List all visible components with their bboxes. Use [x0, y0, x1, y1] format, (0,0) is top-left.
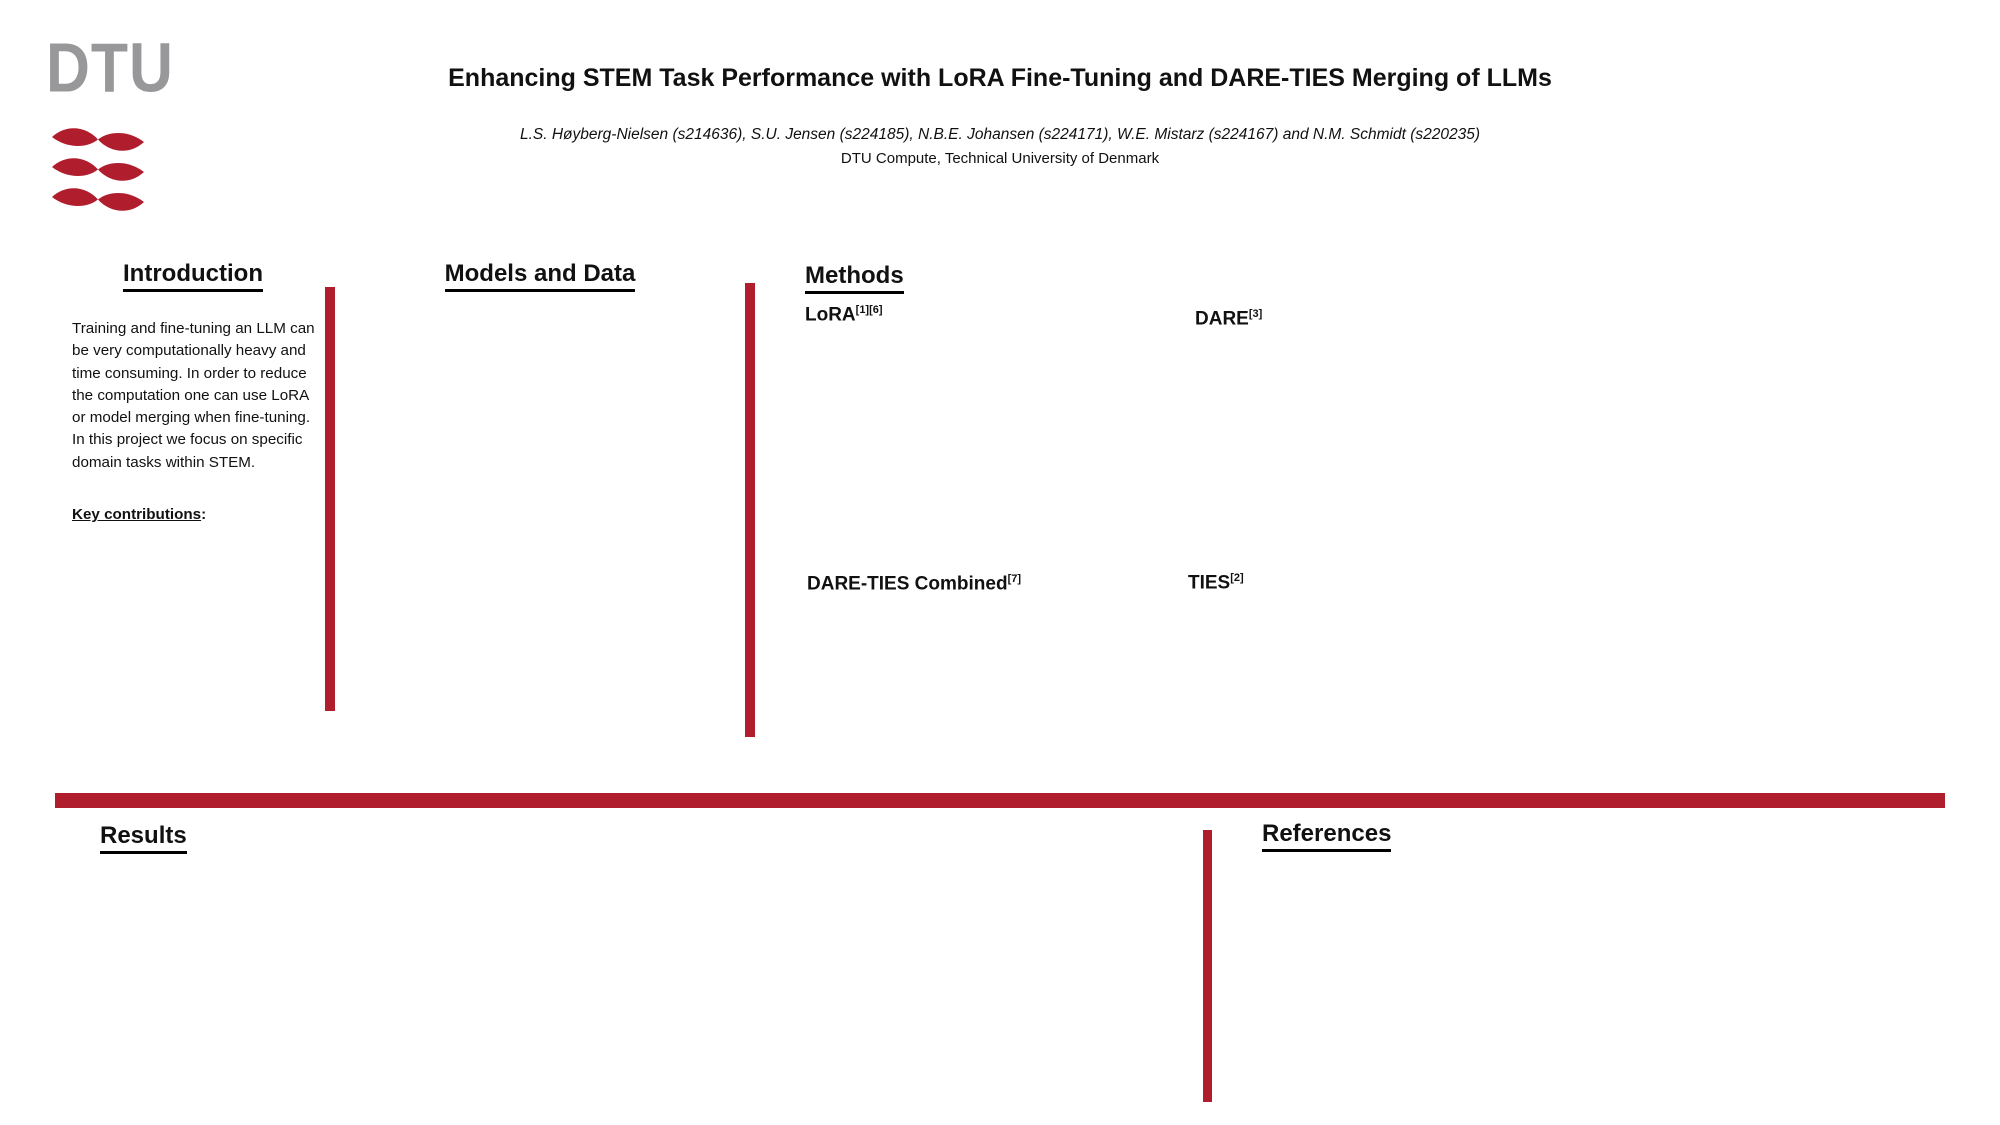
results-heading: Results — [100, 822, 187, 854]
key-contributions-heading: Key contributions: — [72, 506, 207, 523]
ties-diagram — [1185, 570, 1715, 805]
accuracy-bar-chart — [556, 858, 1076, 1116]
dare-figure — [1190, 340, 1730, 500]
models-and-data-heading: Models and Data — [390, 260, 690, 292]
dtu-logo-wave — [52, 188, 144, 211]
section-divider-vertical-1 — [325, 287, 335, 711]
dtu-logo-text: DTU — [46, 29, 174, 107]
lora-method-diagram — [760, 298, 1110, 580]
section-divider-horizontal — [55, 793, 1945, 808]
section-divider-vertical-3 — [1203, 830, 1212, 1102]
ties-heading: TIES[2] — [1188, 572, 1244, 594]
section-divider-vertical-2 — [745, 283, 755, 737]
poster-affiliation: DTU Compute, Technical University of Den… — [840, 150, 1160, 167]
methods-heading: Methods — [805, 262, 904, 294]
poster-title: Enhancing STEM Task Performance with LoR… — [448, 64, 1552, 92]
loss-line-chart — [64, 862, 448, 1102]
dare-ties-heading: DARE-TIES Combined[7] — [807, 573, 1022, 595]
dtu-logo-wave — [52, 158, 144, 181]
introduction-heading: Introduction — [60, 260, 326, 292]
dtu-logo-wave — [52, 128, 144, 151]
models-and-data-diagram — [336, 320, 748, 715]
introduction-paragraph: Training and fine-tuning an LLM can be v… — [72, 320, 315, 471]
dare-ties-diagram — [800, 608, 1120, 778]
dare-heading: DARE[3] — [1195, 308, 1263, 330]
poster-authors: L.S. Høyberg-Nielsen (s214636), S.U. Jen… — [519, 126, 1480, 143]
references-heading: References — [1262, 820, 1392, 852]
lora-method-heading: LoRA[1][6] — [805, 304, 883, 326]
